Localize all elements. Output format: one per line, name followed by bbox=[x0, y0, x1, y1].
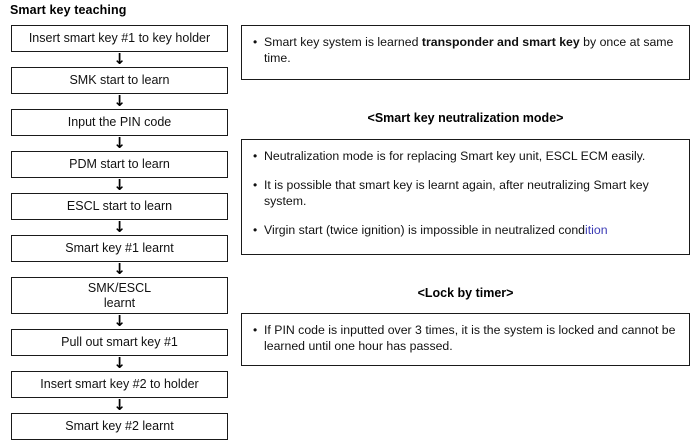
flow-arrow-icon bbox=[11, 356, 228, 371]
section-heading-lock-by-timer: <Lock by timer> bbox=[417, 286, 514, 300]
note-text: Smart key system is learned bbox=[264, 35, 422, 49]
flow-arrow-icon bbox=[11, 136, 228, 151]
flow-step-label: Smart key #1 learnt bbox=[65, 241, 174, 255]
flow-step-smk-escl-learnt: SMK/ESCL learnt bbox=[11, 277, 228, 314]
flow-arrow-icon bbox=[11, 94, 228, 109]
note-text: Virgin start (twice ignition) is impossi… bbox=[264, 223, 586, 237]
note-panel-neutralization: Neutralization mode is for replacing Sma… bbox=[241, 139, 690, 255]
flow-arrow-icon bbox=[11, 262, 228, 277]
flow-step-label: Pull out smart key #1 bbox=[61, 335, 178, 349]
flow-step-label: Insert smart key #2 to holder bbox=[40, 377, 199, 391]
notes-column: Smart key system is learned transponder … bbox=[241, 25, 690, 366]
flow-step-label: Insert smart key #1 to key holder bbox=[28, 31, 211, 45]
note-bullet-virgin-start-impossible: Virgin start (twice ignition) is impossi… bbox=[252, 222, 679, 238]
note-panel-lock-by-timer: If PIN code is inputted over 3 times, it… bbox=[241, 313, 690, 366]
note-bullet-relearn-after-neutralizing: It is possible that smart key is learnt … bbox=[252, 177, 679, 209]
note-text-bold: transponder and smart key bbox=[421, 35, 580, 49]
flow-step-label: PDM start to learn bbox=[69, 157, 170, 171]
flow-step-smart-key-2-learnt: Smart key #2 learnt bbox=[11, 413, 228, 440]
flow-step-label: ESCL start to learn bbox=[66, 199, 173, 213]
note-text: by once at same time. bbox=[264, 35, 674, 65]
flow-step-insert-smart-key-1: Insert smart key #1 to key holder bbox=[11, 25, 228, 52]
note-bullet-transponder-and-smart-key: Smart key system is learned transponder … bbox=[252, 34, 679, 66]
note-panel-smart-key-intro: Smart key system is learned transponder … bbox=[241, 25, 690, 80]
flow-step-smk-start-to-learn: SMK start to learn bbox=[11, 67, 228, 94]
flow-arrow-icon bbox=[11, 52, 228, 67]
note-bullet-pin-lock-one-hour: If PIN code is inputted over 3 times, it… bbox=[252, 322, 679, 354]
flow-arrow-icon bbox=[11, 220, 228, 235]
flow-arrow-icon bbox=[11, 178, 228, 193]
flow-step-pull-out-smart-key-1: Pull out smart key #1 bbox=[11, 329, 228, 356]
section-heading-neutralization: <Smart key neutralization mode> bbox=[367, 111, 564, 125]
note-text-tinted: ition bbox=[585, 223, 608, 237]
flow-arrow-icon bbox=[11, 398, 228, 413]
flow-step-pdm-start-to-learn: PDM start to learn bbox=[11, 151, 228, 178]
page-title: Smart key teaching bbox=[10, 3, 127, 17]
flow-step-input-pin-code: Input the PIN code bbox=[11, 109, 228, 136]
flow-arrow-icon bbox=[11, 314, 228, 329]
flow-step-smart-key-1-learnt: Smart key #1 learnt bbox=[11, 235, 228, 262]
flowchart-column: Insert smart key #1 to key holder SMK st… bbox=[11, 25, 228, 440]
flow-step-escl-start-to-learn: ESCL start to learn bbox=[11, 193, 228, 220]
note-bullet-neutralization-purpose: Neutralization mode is for replacing Sma… bbox=[252, 148, 679, 164]
flow-step-label: Input the PIN code bbox=[67, 115, 172, 129]
flow-step-label-line-1: SMK/ESCL bbox=[87, 280, 152, 295]
flow-step-insert-smart-key-2: Insert smart key #2 to holder bbox=[11, 371, 228, 398]
flow-step-label: SMK start to learn bbox=[69, 73, 170, 87]
flow-step-label: Smart key #2 learnt bbox=[65, 419, 174, 433]
flow-step-label-line-2: learnt bbox=[103, 295, 136, 310]
